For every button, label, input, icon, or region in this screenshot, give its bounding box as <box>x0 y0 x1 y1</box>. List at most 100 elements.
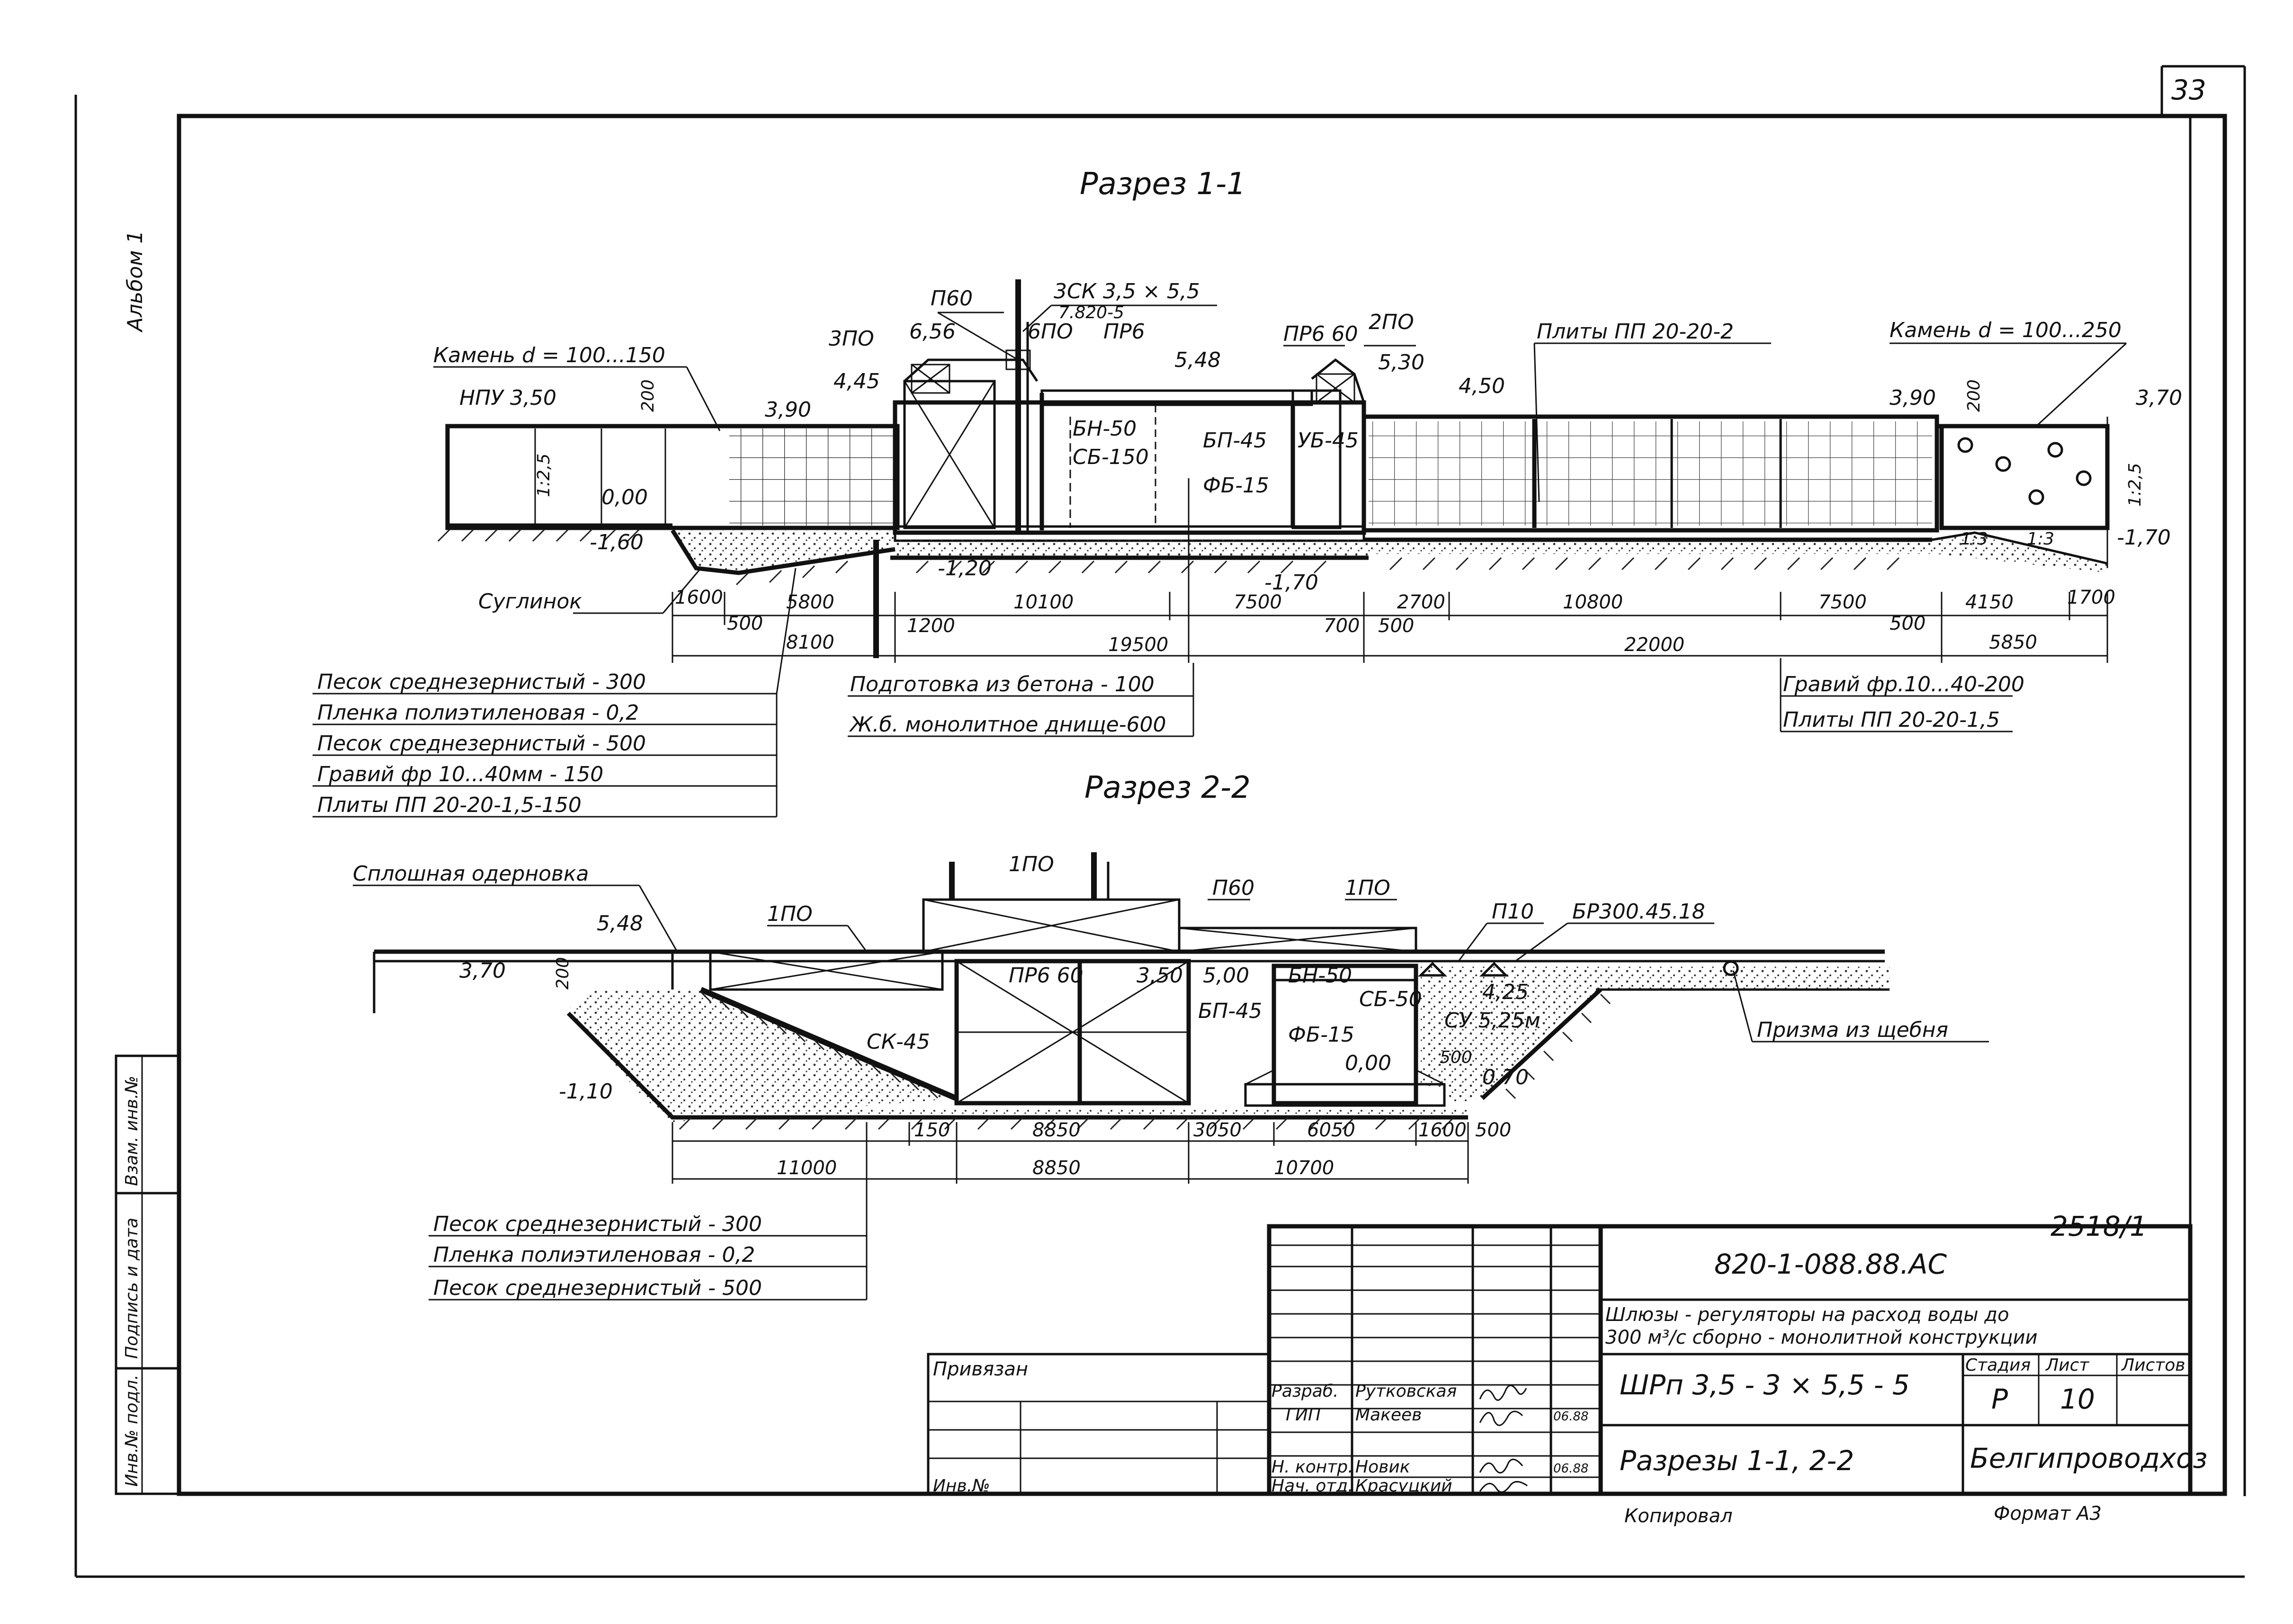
layer2-1: Песок среднезернистый - 300 <box>433 1212 762 1236</box>
layer-left-5: Плиты ПП 20-20-1,5-150 <box>317 793 582 817</box>
section2-dimensions <box>672 1122 1469 1278</box>
dim2-150: 150 <box>914 1119 950 1141</box>
label-csk-sub: 7.820-5 <box>1058 303 1124 322</box>
label-bp45: БП-45 <box>1198 999 1262 1023</box>
dim-5850: 5850 <box>1989 632 2037 653</box>
section2-dim-labels: 150 8850 3050 6050 1600 500 11000 8850 1… <box>777 1119 1511 1179</box>
label-fb15: ФБ-15 <box>1288 1023 1354 1047</box>
label-2po: 2ПО <box>1369 310 1414 334</box>
dim-500-c: 500 <box>1890 613 1926 634</box>
dim-1700: 1700 <box>2067 587 2115 608</box>
inv-label: Инв.№ <box>933 1476 990 1496</box>
label-elev-548: 5,48 <box>597 911 643 936</box>
dim-22000: 22000 <box>1624 634 1684 656</box>
doc-code: 820-1-088.88.АС <box>1714 1248 1947 1280</box>
label-elev-m110: -1,10 <box>559 1080 613 1104</box>
object-code: ШРп 3,5 - 3 × 5,5 - 5 <box>1620 1369 1910 1401</box>
side-stamp <box>115 1054 180 1495</box>
signature-4 <box>1479 1481 1528 1493</box>
dim-10100: 10100 <box>1013 591 1074 613</box>
label-sb50: СБ-50 <box>1359 987 1422 1011</box>
dim-10800: 10800 <box>1563 591 1623 613</box>
section1-labels: П60 3СК 3,5 × 5,5 7.820-5 3ПО 6,56 6ПО П… <box>433 279 2182 614</box>
section2-leaders <box>353 884 1989 1043</box>
label-1po-b: 1ПО <box>767 902 813 926</box>
section2-layer-lines <box>429 1235 868 1301</box>
inv-orig-label: Инв.№ подл. <box>122 1374 142 1487</box>
title-block-grid <box>927 1224 2193 1496</box>
dim-19500: 19500 <box>1108 634 1168 656</box>
section1-leaders <box>433 304 2127 614</box>
sheet-no-value: 10 <box>2060 1383 2095 1415</box>
label-ub45: УБ-45 <box>1298 428 1359 453</box>
label-elev-000: 0,00 <box>1345 1051 1391 1075</box>
dim2-3050: 3050 <box>1193 1119 1242 1141</box>
project-title-line1: Шлюзы - регуляторы на расход воды до <box>1605 1304 2009 1326</box>
dim-2700: 2700 <box>1397 591 1445 613</box>
signature-2 <box>1479 1410 1523 1426</box>
name-3: Новик <box>1355 1457 1410 1477</box>
signature-1 <box>1479 1384 1527 1401</box>
dim-1200: 1200 <box>907 615 955 637</box>
label-stone-right: Камень d = 100...250 <box>1890 318 2122 342</box>
label-elev-m160: -1,60 <box>590 530 644 554</box>
sheets-header: Листов <box>2121 1356 2185 1375</box>
tied-label: Привязан <box>933 1358 1028 1380</box>
layer-right-1: Гравий фр.10...40-200 <box>1783 672 2024 696</box>
label-200-left: 200 <box>638 379 658 412</box>
label-slope-left: 1:2,5 <box>534 454 554 497</box>
label-fb15: ФБ-15 <box>1203 473 1269 498</box>
label-prism: Призма из щебня <box>1757 1018 1948 1042</box>
label-elev-656: 6,56 <box>909 320 956 344</box>
label-elev-450: 4,50 <box>1459 374 1505 398</box>
layer-right-2: Плиты ПП 20-20-1,5 <box>1783 708 2000 732</box>
label-elev-070: 0,70 <box>1482 1065 1529 1089</box>
label-slope-13a: 1:3 <box>1961 529 1988 549</box>
label-br: БР300.45.18 <box>1572 900 1705 924</box>
label-elev-m170b: -1,70 <box>2117 526 2171 550</box>
label-p60: П60 <box>931 286 973 311</box>
label-elev-350: 3,50 <box>1137 964 1183 988</box>
label-sk45: СК-45 <box>867 1030 930 1054</box>
layer-left-3: Песок среднезернистый - 500 <box>317 732 646 756</box>
section2-labels: Сплошная одерновка 1ПО 1ПО 1ПО П60 П10 Б… <box>353 852 1948 1104</box>
role-3: Н. контр. <box>1272 1457 1353 1477</box>
dim-500-a: 500 <box>727 613 763 634</box>
label-elev-500: 5,00 <box>1203 964 1249 988</box>
dim-1600: 1600 <box>675 587 723 608</box>
label-p10: П10 <box>1492 900 1534 924</box>
layer-left-2: Пленка полиэтиленовая - 0,2 <box>317 701 639 725</box>
layer-left-4: Гравий фр 10...40мм - 150 <box>317 762 603 786</box>
copied-label: Копировал <box>1624 1505 1733 1527</box>
label-elev-390-right: 3,90 <box>1890 386 1936 410</box>
role-1: Разраб. <box>1272 1382 1338 1401</box>
section2-layer-labels: Песок среднезернистый - 300 Пленка полиэ… <box>433 1212 762 1300</box>
section2-title: Разрез 2-2 <box>1084 770 1251 805</box>
label-pr6-60: ПР6 60 <box>1283 322 1358 346</box>
label-elev-390-left: 3,90 <box>765 398 811 422</box>
label-elev-370: 3,70 <box>459 959 506 983</box>
label-sb150: СБ-150 <box>1073 445 1149 469</box>
format-label: Формат А3 <box>1994 1503 2102 1525</box>
dim-700: 700 <box>1324 615 1360 637</box>
section2-drawing <box>373 852 1890 1130</box>
name-2: Макеев <box>1355 1405 1422 1425</box>
label-npu: НПУ 3,50 <box>459 386 556 410</box>
dim2-8850-bottom: 8850 <box>1032 1157 1081 1179</box>
label-slope-right: 1:2,5 <box>2125 463 2145 507</box>
layer-center-1: Подготовка из бетона - 100 <box>850 672 1155 696</box>
stage-value: Р <box>1991 1383 2008 1415</box>
title-block-texts: 820-1-088.88.АС Шлюзы - регуляторы на ра… <box>933 1248 2207 1527</box>
dim-8100: 8100 <box>786 632 834 653</box>
label-su: СУ 5,25м <box>1444 1008 1541 1033</box>
label-p60: П60 <box>1212 876 1254 900</box>
dim2-11000: 11000 <box>777 1157 837 1179</box>
label-bp45: БП-45 <box>1203 428 1267 453</box>
signature-marks <box>1479 1384 1528 1493</box>
label-pr6-60: ПР6 60 <box>1009 964 1084 988</box>
org-name: Белгипроводхоз <box>1970 1442 2207 1474</box>
layer-center-2: Ж.б. монолитное днище-600 <box>849 713 1166 737</box>
dim2-1600: 1600 <box>1418 1119 1467 1141</box>
role-2: ГИП <box>1286 1405 1321 1425</box>
